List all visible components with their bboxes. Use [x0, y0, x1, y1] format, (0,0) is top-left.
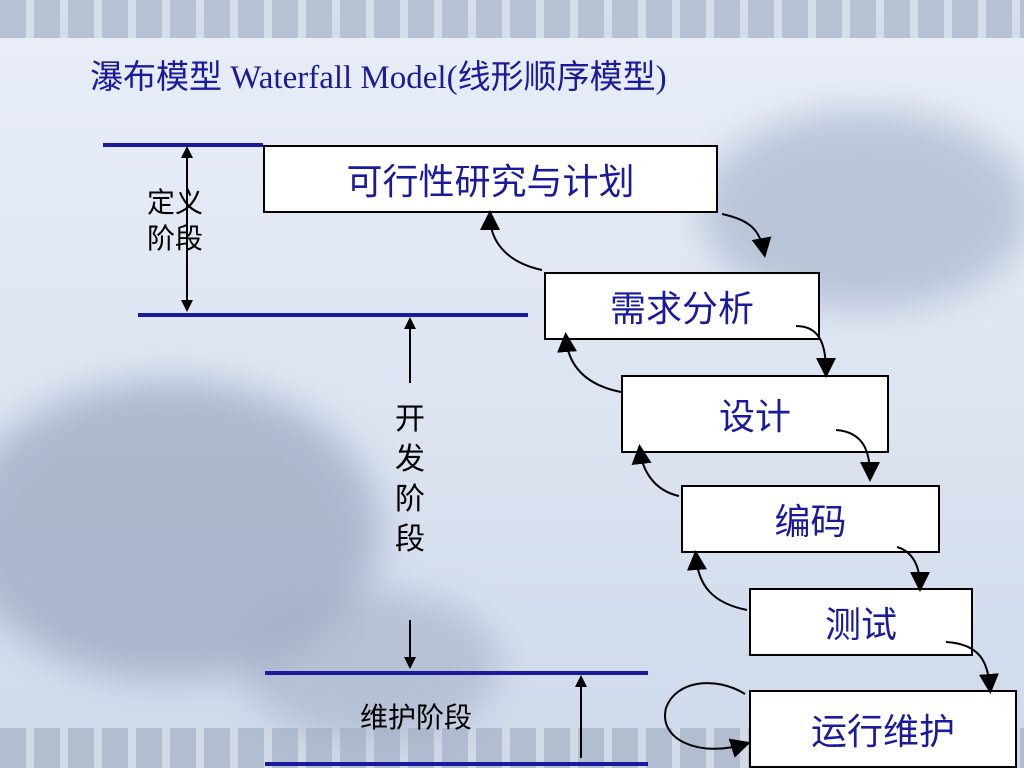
- slide-title: 瀑布模型 Waterfall Model(线形顺序模型): [90, 60, 667, 96]
- stage-testing: 测试: [749, 588, 973, 656]
- maintenance-arrow-shaft: [580, 686, 582, 758]
- definition-label-line: 定义: [147, 186, 204, 219]
- stage-requirements: 需求分析: [544, 272, 820, 340]
- maintenance-phase-label: 维护阶段: [360, 701, 473, 734]
- maintenance-arrow-up: [575, 675, 587, 687]
- maintenance-bottom-line: [265, 762, 648, 766]
- development-label-char: 段: [395, 522, 425, 557]
- definition-bottom-line: [138, 313, 528, 317]
- background-wall-top: [0, 0, 1024, 38]
- stage-feasibility: 可行性研究与计划: [263, 145, 718, 213]
- stage-design: 设计: [621, 375, 889, 453]
- development-arrow-shaft-top: [409, 328, 411, 383]
- definition-label-line: 阶段: [147, 222, 204, 255]
- stage-operation: 运行维护: [749, 690, 1017, 768]
- definition-phase-label: 定义 阶段: [147, 185, 203, 257]
- flow-arrow-feedback: [480, 210, 543, 271]
- development-label-char: 开: [395, 402, 425, 437]
- definition-arrow-down: [181, 300, 193, 312]
- flow-arrow-feedback: [557, 332, 622, 393]
- development-bottom-line: [265, 671, 648, 675]
- definition-arrow-up: [181, 146, 193, 158]
- development-arrow-up: [404, 317, 416, 329]
- definition-arrow-shaft: [186, 156, 188, 304]
- definition-top-line: [103, 143, 263, 147]
- stage-coding: 编码: [681, 485, 940, 553]
- flow-arrow-feedback: [686, 550, 748, 611]
- development-arrow-shaft-bottom: [409, 620, 411, 660]
- development-phase-label: 开 发 阶 段: [390, 400, 430, 560]
- flow-arrow-feedback: [631, 444, 680, 497]
- development-label-char: 发: [395, 442, 425, 477]
- background-cloud: [240, 590, 500, 740]
- development-arrow-down: [404, 657, 416, 669]
- development-label-char: 阶: [395, 482, 425, 517]
